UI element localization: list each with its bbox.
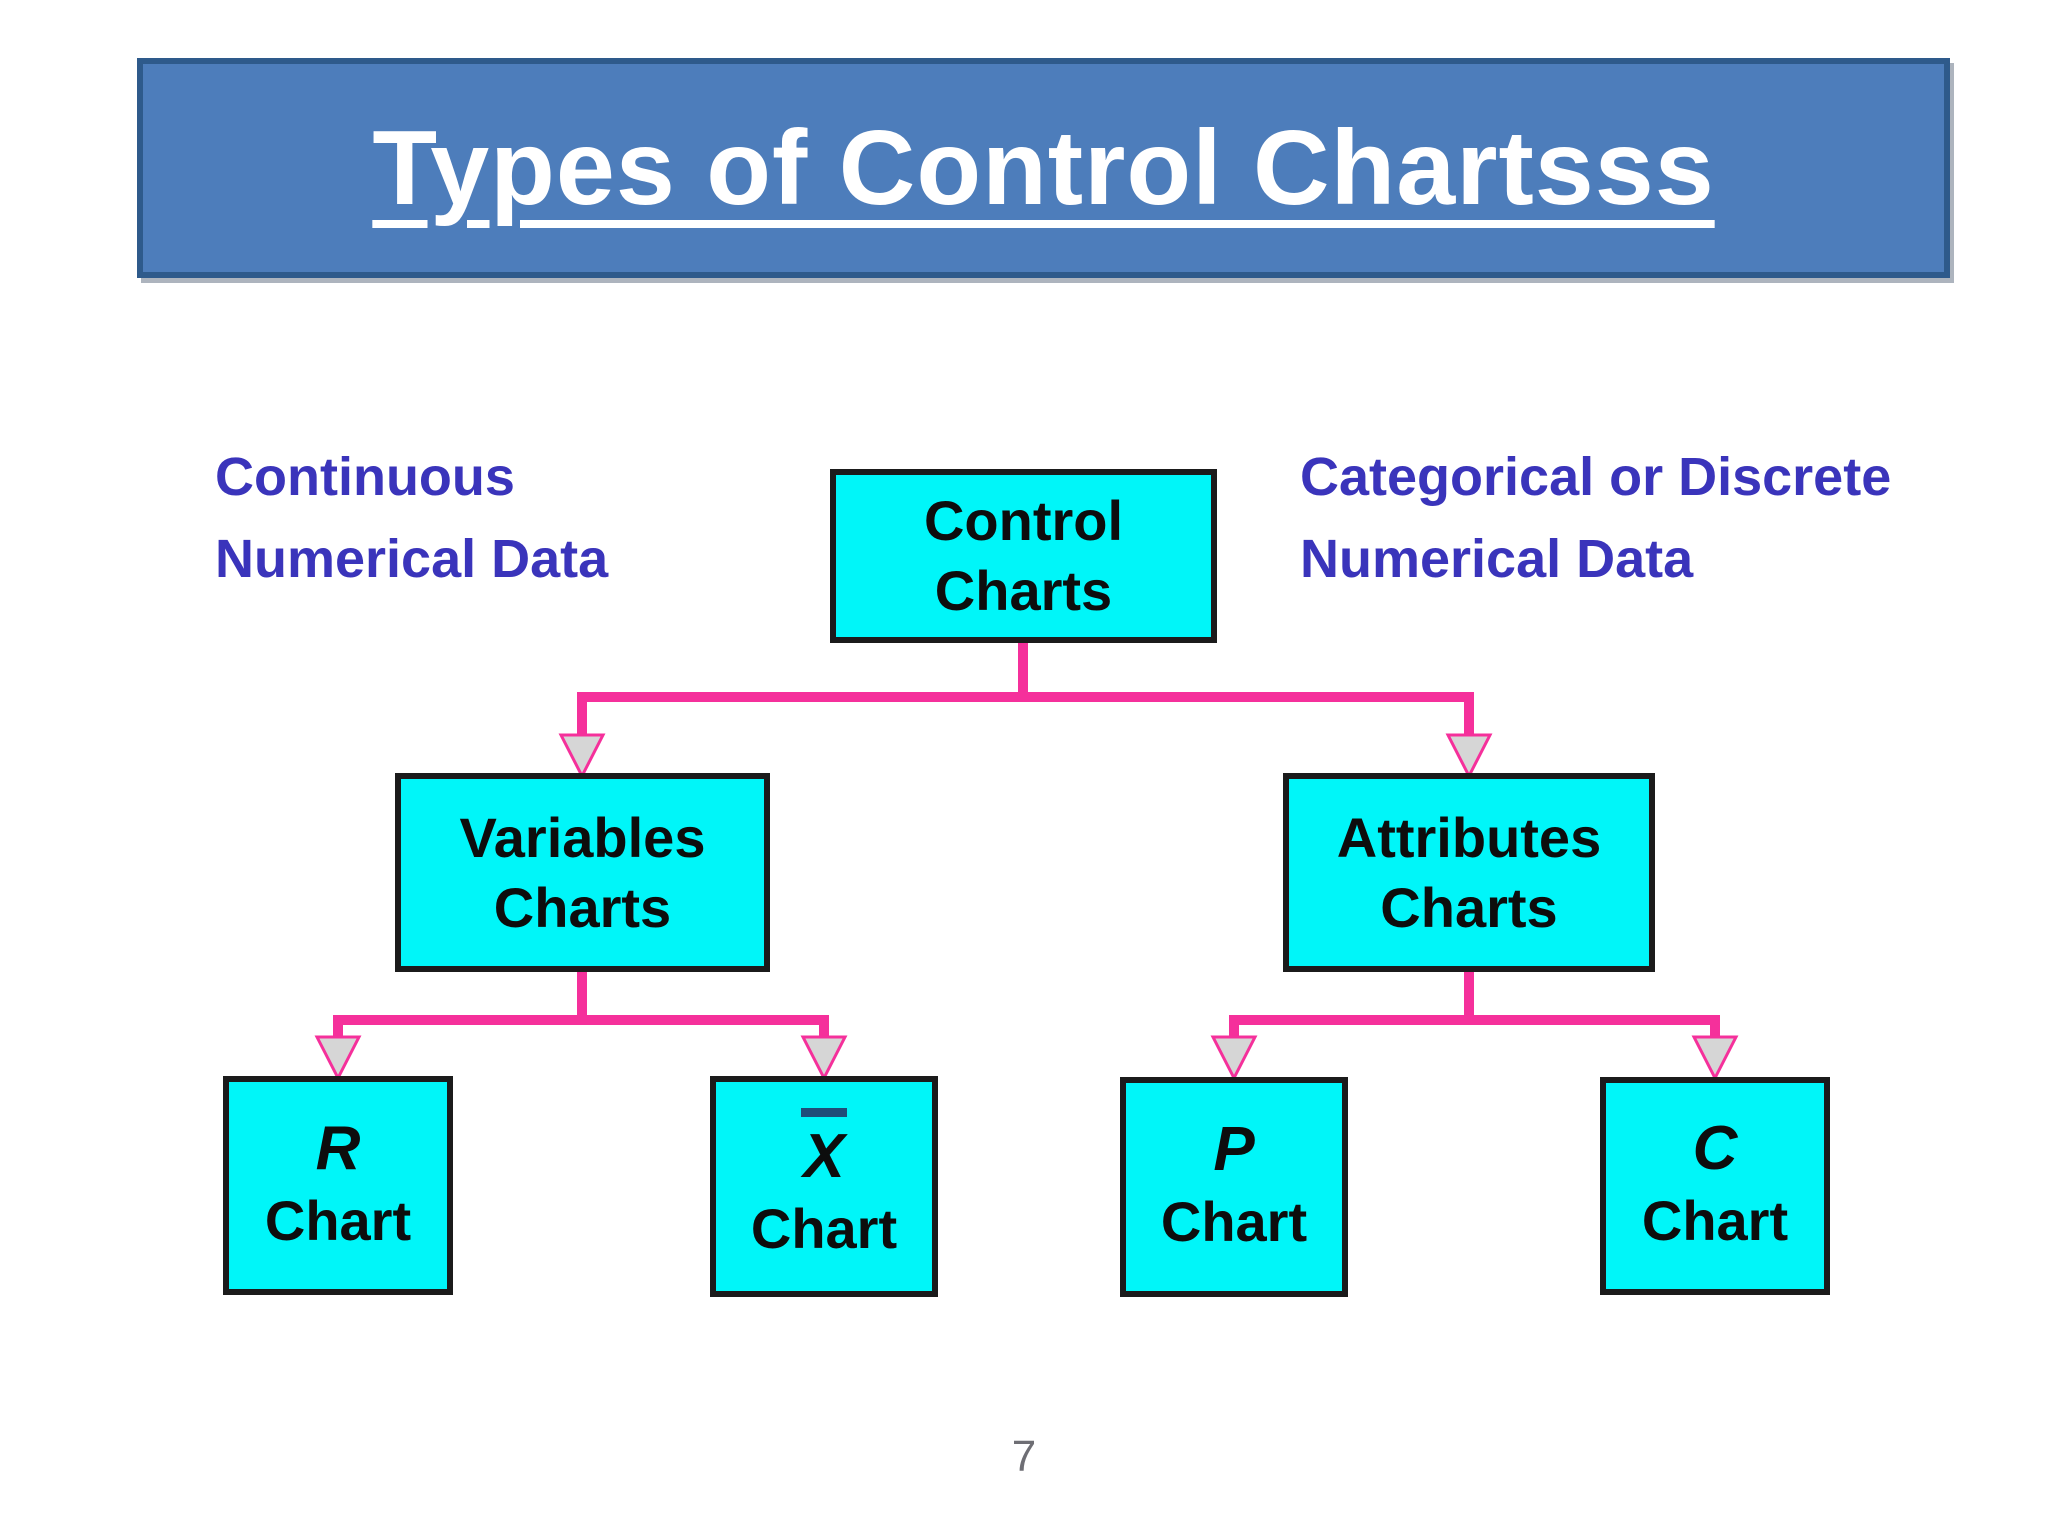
- connector-level2-rail: [577, 692, 1474, 737]
- label-continuous-numerical-data: Continuous Numerical Data: [215, 436, 608, 600]
- node-label-line: Charts: [934, 559, 1113, 622]
- xbar-overline-bar: [801, 1107, 847, 1117]
- connector-attributes-rail: [1229, 1015, 1720, 1040]
- label-line: Categorical or Discrete: [1300, 447, 1892, 507]
- node-label-line: Charts: [1380, 875, 1558, 939]
- arrow-down-icon: [1691, 1035, 1739, 1082]
- node-label-line: Chart: [264, 1188, 412, 1252]
- page-number: 7: [1011, 1432, 1037, 1481]
- page-title: Types of Control Chartsss: [372, 108, 1715, 227]
- node-label-line: Attributes: [1336, 805, 1602, 869]
- node-r-chart: R Chart: [223, 1076, 453, 1295]
- node-symbol: R: [315, 1113, 361, 1183]
- label-line: Numerical Data: [215, 529, 609, 589]
- arrow-down-icon: [1445, 733, 1493, 780]
- node-control-charts: Control Charts: [830, 469, 1217, 643]
- node-attributes-charts: Attributes Charts: [1283, 773, 1655, 972]
- node-variables-charts: Variables Charts: [395, 773, 770, 972]
- node-label-line: Charts: [493, 875, 672, 939]
- connector-variables-rail: [333, 1015, 829, 1040]
- arrow-down-icon: [558, 733, 606, 780]
- node-label-line: Chart: [1160, 1190, 1308, 1253]
- node-label-line: Chart: [750, 1196, 898, 1260]
- node-p-chart: P Chart: [1120, 1077, 1348, 1297]
- label-categorical-discrete-data: Categorical or Discrete Numerical Data: [1300, 436, 1891, 600]
- node-symbol: P: [1213, 1115, 1255, 1184]
- arrow-down-icon: [1210, 1035, 1258, 1082]
- arrow-down-icon: [314, 1035, 362, 1082]
- node-label-line: Control: [923, 489, 1124, 552]
- node-label-line: Variables: [459, 805, 706, 869]
- node-symbol: X: [803, 1121, 845, 1191]
- node-c-chart: C Chart: [1600, 1077, 1830, 1295]
- label-line: Continuous: [215, 447, 515, 507]
- node-xbar-chart: X Chart: [710, 1076, 938, 1297]
- title-banner: Types of Control Chartsss: [137, 58, 1950, 278]
- node-label-line: Chart: [1641, 1189, 1789, 1252]
- label-line: Numerical Data: [1300, 529, 1694, 589]
- arrow-down-icon: [800, 1035, 848, 1082]
- node-symbol: C: [1692, 1114, 1738, 1183]
